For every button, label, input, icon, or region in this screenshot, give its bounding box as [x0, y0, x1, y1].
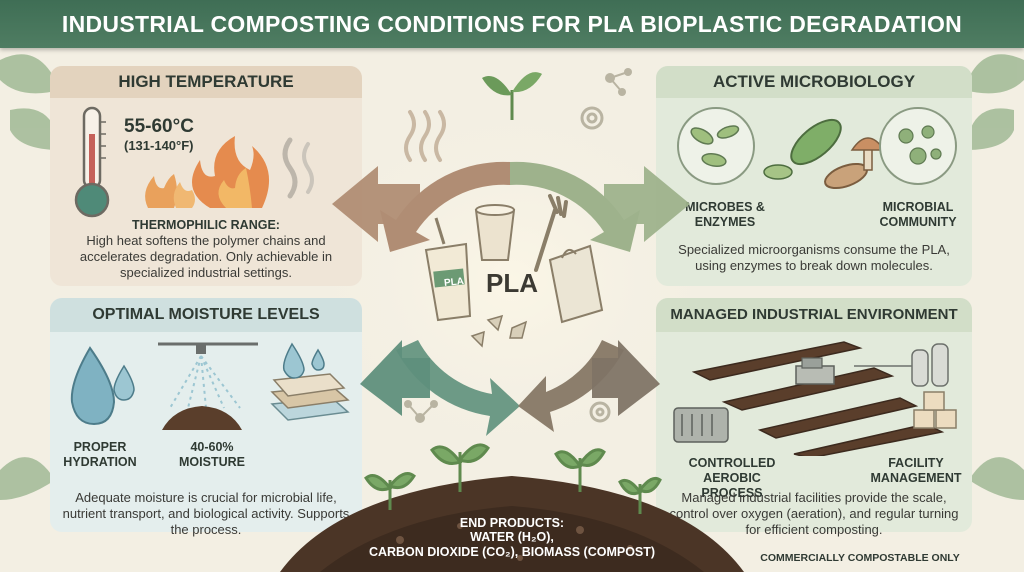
pla-cup-icon [424, 217, 472, 322]
aerobic-process-label: CONTROLLED AEROBIC PROCESS [688, 456, 776, 500]
bacteria-icon [763, 118, 868, 190]
moisture-illustration [70, 342, 350, 430]
fork-icon [534, 194, 568, 272]
page-title: INDUSTRIAL COMPOSTING CONDITIONS FOR PLA… [61, 11, 963, 37]
center-label: PLA [486, 268, 538, 298]
title-banner [0, 0, 1024, 48]
end-products-title: END PRODUCTS: [459, 516, 565, 530]
temperature-subtitle: THERMOPHILIC RANGE: [132, 218, 280, 232]
temperature-value: 55-60°C [124, 116, 194, 137]
moisture-description: Adequate moisture is crucial for microbi… [62, 490, 350, 537]
bag-icon [548, 244, 604, 324]
moisture-range-label: 40-60% MOISTURE [179, 440, 245, 469]
bales-icon [913, 391, 957, 429]
turner-machine-icon [795, 357, 835, 385]
panel-microbiology-title: ACTIVE MICROBIOLOGY [656, 66, 972, 98]
temperature-value-fahrenheit: (131-140°F) [124, 138, 194, 153]
thermometer-icon [74, 106, 110, 218]
microbes-enzymes-label: MICROBES & ENZYMES [685, 200, 765, 229]
footnote: COMMERCIALLY COMPOSTABLE ONLY [760, 552, 960, 564]
cup-icon [474, 204, 516, 261]
windrow-icon [691, 341, 945, 456]
proper-hydration-label: PROPER HYDRATION [63, 440, 137, 469]
sprout-icon [364, 443, 662, 514]
end-products-water: WATER (H₂O), [470, 530, 554, 544]
moist-layers-icon [270, 342, 350, 421]
microbiology-description: Specialized microorganisms consume the P… [678, 242, 950, 273]
arrow-to-moisture [360, 340, 430, 416]
arrow-to-microbiology [604, 166, 690, 242]
panel-moisture-title: OPTIMAL MOISTURE LEVELS [50, 298, 362, 332]
compost-soil-mound [280, 443, 744, 572]
arrow-to-temperature [332, 166, 420, 242]
arrow-to-environment [592, 340, 660, 416]
end-products-co2-biomass: CARBON DIOXIDE (CO₂), BIOMASS (COMPOST) [368, 545, 656, 559]
fragments-icon [470, 314, 528, 348]
facility-illustration [673, 341, 957, 456]
sprout-icon [482, 72, 542, 120]
panel-environment-title: MANAGED INDUSTRIAL ENVIRONMENT [656, 298, 972, 332]
microbial-community-label: MICROBIAL COMMUNITY [879, 200, 957, 229]
water-drop-icon [70, 346, 135, 426]
panel-temperature-title: HIGH TEMPERATURE [50, 66, 362, 98]
temperature-description: High heat softens the polymer chains and… [79, 233, 333, 280]
sprinkler-icon [158, 342, 258, 430]
aeration-unit-icon [673, 407, 729, 443]
facility-management-label: FACILITY MANAGEMENT [870, 456, 962, 485]
cycle-arrow-top-right [510, 161, 640, 252]
cycle-arrow-top-left [380, 161, 510, 252]
environment-description: Managed industrial facilities provide th… [669, 490, 959, 537]
microbes-illustration [677, 107, 957, 190]
flame-icon [145, 136, 314, 208]
leaf-icon [0, 54, 1024, 500]
silo-icon [854, 343, 949, 387]
